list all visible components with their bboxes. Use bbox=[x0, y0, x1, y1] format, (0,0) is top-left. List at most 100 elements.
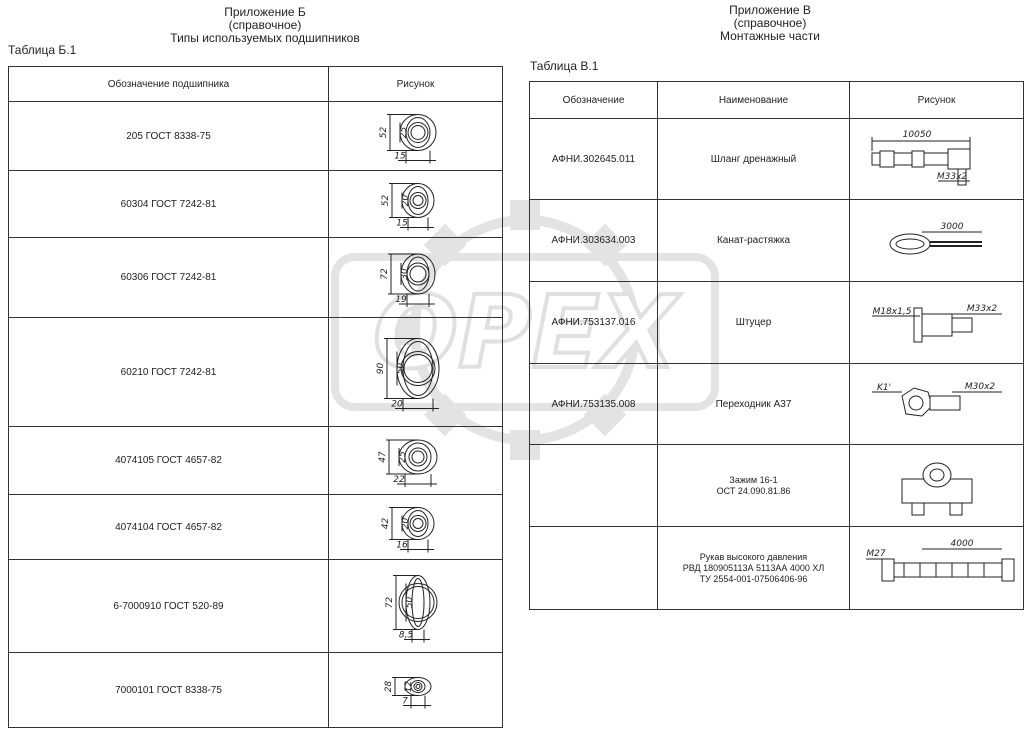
length-label: 10050 bbox=[902, 130, 931, 140]
outer-diameter-label: 47 bbox=[378, 451, 388, 463]
inner-diameter-label: 50 bbox=[396, 362, 406, 374]
column-header-figure: Рисунок bbox=[849, 81, 1024, 119]
bearing-designation-cell: 60304 ГОСТ 7242-81 bbox=[8, 170, 329, 238]
column-header-designation: Обозначение подшипника bbox=[8, 66, 329, 102]
part-figure-cell: M18x1,5 M33x2 bbox=[849, 281, 1024, 364]
part-designation-cell: АФНИ.303634.003 bbox=[529, 199, 658, 282]
thread-right-label: M33x2 bbox=[966, 304, 997, 314]
width-label: 19 bbox=[395, 295, 407, 305]
table-row: 205 ГОСТ 8338-75 52 25 15 bbox=[8, 101, 503, 171]
appendix-b-title: Приложение Б bbox=[224, 5, 306, 19]
bearing-designation-cell: 205 ГОСТ 8338-75 bbox=[8, 101, 329, 171]
bearing-designation-cell: 60210 ГОСТ 7242-81 bbox=[8, 317, 329, 427]
bearing-designation-cell: 7000101 ГОСТ 8338-75 bbox=[8, 652, 329, 728]
bearing-drawing: 47 25 22 bbox=[378, 429, 476, 493]
outer-diameter-label: 28 bbox=[384, 680, 394, 692]
outer-diameter-label: 72 bbox=[380, 268, 390, 280]
appendix-b-heading: Типы используемых подшипников bbox=[170, 31, 360, 45]
appendix-v-heading: Монтажные части bbox=[720, 29, 820, 43]
part-name-line: РВД 180905113А 5113АА 4000 ХЛ bbox=[682, 562, 825, 573]
inner-diameter-label: 25 bbox=[398, 451, 408, 463]
outer-diameter-label: 52 bbox=[379, 126, 389, 138]
bearing-bore bbox=[409, 448, 427, 466]
appendix-v-header: Приложение В (справочное) Монтажные част… bbox=[670, 4, 870, 43]
inner-diameter-label: 20 bbox=[401, 517, 411, 529]
part-designation-cell: АФНИ.753135.008 bbox=[529, 363, 658, 445]
thread-label: M33x2 bbox=[936, 172, 967, 182]
bearing-designation-cell: 4074104 ГОСТ 4657-82 bbox=[8, 494, 329, 560]
width-label: 15 bbox=[396, 218, 408, 228]
bearing-bore bbox=[410, 192, 426, 208]
part-designation-cell: АФНИ.302645.011 bbox=[529, 118, 658, 200]
bearing-figure-cell: 47 25 22 bbox=[328, 426, 503, 495]
length-label: 3000 bbox=[940, 222, 963, 232]
part-name-cell: Переходник А37 bbox=[657, 363, 850, 445]
part-figure-cell: K1'M30x2 bbox=[849, 363, 1024, 445]
rope-loop bbox=[890, 234, 930, 254]
appendix-b-subtitle: (справочное) bbox=[228, 18, 302, 32]
part-name-cell: Штуцер bbox=[657, 281, 850, 364]
outer-diameter-label: 52 bbox=[381, 194, 391, 206]
table-header-row: Обозначение Наименование Рисунок bbox=[529, 81, 1024, 119]
bearing-designation-cell: 60306 ГОСТ 7242-81 bbox=[8, 237, 329, 318]
table-row: 4074105 ГОСТ 4657-82 47 25 22 bbox=[8, 426, 503, 495]
thread-left-label: M18x1,5 bbox=[872, 307, 911, 317]
part-drawing: 3000 bbox=[852, 222, 1022, 280]
part-drawing: M18x1,5 M33x2 bbox=[852, 304, 1022, 362]
hose-body bbox=[894, 563, 1004, 577]
width-label: 22 bbox=[393, 475, 405, 485]
bearing-figure-cell: 72 30 19 bbox=[328, 237, 503, 318]
part-name-cell: Шланг дренажный bbox=[657, 118, 850, 200]
column-header-figure: Рисунок bbox=[328, 66, 503, 102]
column-header-name: Наименование bbox=[657, 81, 850, 119]
bearing-designation-cell: 6-7000910 ГОСТ 520-89 bbox=[8, 559, 329, 653]
part-figure-cell: 3000 bbox=[849, 199, 1024, 282]
thread-label: M30x2 bbox=[964, 382, 995, 392]
part-drawing: K1'M30x2 bbox=[852, 382, 1022, 443]
table-v-caption: Таблица В.1 bbox=[530, 59, 599, 73]
appendix-b-header: Приложение Б (справочное) Типы используе… bbox=[140, 6, 390, 45]
table-header-row: Обозначение подшипника Рисунок bbox=[8, 66, 503, 102]
bearing-figure-cell: 52 20 15 bbox=[328, 170, 503, 238]
bearing-bore bbox=[407, 263, 429, 285]
width-label: 8,5 bbox=[398, 630, 413, 640]
bearing-bore bbox=[408, 122, 428, 142]
bearing-drawing: 52 20 15 bbox=[381, 173, 476, 236]
part-designation-cell: АФНИ.753137.016 bbox=[529, 281, 658, 364]
outer-diameter-label: 42 bbox=[381, 517, 391, 529]
fitting-body bbox=[922, 314, 952, 336]
table-row: 4074104 ГОСТ 4657-82 42 20 16 bbox=[8, 494, 503, 560]
appendix-v-title: Приложение В bbox=[729, 3, 811, 17]
column-header-designation: Обозначение bbox=[529, 81, 658, 119]
length-label: 4000 bbox=[950, 539, 973, 549]
width-label: 16 bbox=[396, 540, 408, 550]
inner-diameter-label: 25 bbox=[399, 126, 409, 138]
part-name-line: Рукав высокого давления bbox=[699, 551, 808, 562]
bearing-designation-cell: 4074105 ГОСТ 4657-82 bbox=[8, 426, 329, 495]
width-label: 15 bbox=[394, 151, 406, 161]
bearing-drawing: 42 20 16 bbox=[381, 497, 476, 558]
inner-diameter-label: 50 bbox=[405, 596, 415, 608]
bearing-figure-cell: 52 25 15 bbox=[328, 101, 503, 171]
part-designation-cell bbox=[529, 444, 658, 527]
inner-diameter-label: 30 bbox=[400, 268, 410, 280]
part-figure-cell bbox=[849, 444, 1024, 527]
width-label: 20 bbox=[391, 399, 403, 409]
inner-diameter-label: 20 bbox=[401, 194, 411, 206]
bearing-bore bbox=[399, 583, 437, 621]
